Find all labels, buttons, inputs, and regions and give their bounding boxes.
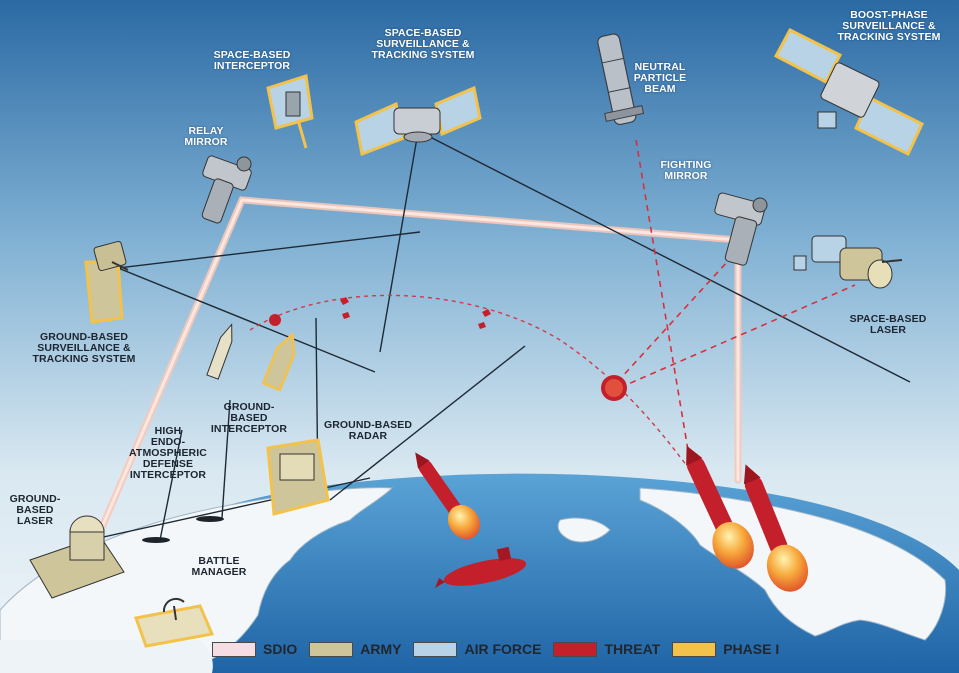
battle-manager-icon: [133, 597, 215, 648]
neutral-particle-beam-icon: [597, 33, 645, 126]
label-battle-manager: BATTLE MANAGER: [191, 555, 247, 578]
legend-label-threat: THREAT: [604, 641, 661, 657]
legend: SDIO ARMY AIR FORCE THREAT PHASE I: [212, 638, 779, 660]
legend-item-sdio: SDIO: [212, 641, 297, 657]
legend-item-phase-i: PHASE I: [672, 641, 779, 657]
earth-island: [557, 517, 611, 543]
relay-laser-beam: [96, 196, 742, 536]
label-neutral-particle-beam: NEUTRAL PARTICLE BEAM: [633, 61, 687, 95]
legend-swatch-phase-i: [672, 641, 717, 657]
legend-swatch-threat: [553, 641, 598, 657]
earth-land-left: [0, 487, 394, 661]
legend-swatch-air-force: [413, 641, 458, 657]
label-relay-mirror: RELAY MIRROR: [184, 125, 228, 148]
label-ground-based-interceptor: GROUND- BASED INTERCEPTOR: [210, 401, 288, 435]
label-space-based-interceptor: SPACE-BASED INTERCEPTOR: [213, 49, 291, 72]
label-space-based-surveillance: SPACE-BASED SURVEILLANCE & TRACKING SYST…: [371, 27, 475, 61]
ground-based-interceptor-icon: [261, 332, 296, 392]
threat-submarine: [435, 546, 527, 588]
label-ground-based-laser: GROUND- BASED LASER: [9, 493, 61, 527]
threat-missile-2: [743, 464, 809, 592]
legend-label-phase-i: PHASE I: [723, 641, 780, 657]
relay-mirror-icon: [201, 155, 252, 224]
ground-based-surveillance-icon: [84, 240, 129, 324]
legend-swatch-sdio: [212, 641, 256, 657]
interceptor-silos: [142, 516, 224, 543]
space-based-surveillance-icon: [354, 85, 482, 157]
label-fighting-mirror: FIGHTING MIRROR: [660, 159, 712, 182]
space-based-interceptor-icon: [266, 74, 314, 149]
earth-land-bottom: [0, 640, 213, 673]
threat-missile-1: [686, 445, 754, 569]
legend-item-threat: THREAT: [553, 641, 660, 657]
legend-label-army: ARMY: [360, 641, 402, 657]
hedi-interceptor-icon: [206, 323, 233, 380]
label-ground-based-radar: GROUND-BASED RADAR: [323, 419, 413, 442]
boost-phase-surveillance-icon: [773, 28, 924, 157]
legend-item-air-force: AIR FORCE: [413, 641, 541, 657]
legend-swatch-army: [309, 641, 354, 657]
threat-missile-3: [415, 452, 480, 540]
missile-trajectory: [249, 294, 691, 471]
legend-label-sdio: SDIO: [263, 641, 298, 657]
label-hedi: HIGH ENDO- ATMOSPHERIC DEFENSE INTERCEPT…: [129, 425, 207, 481]
ground-based-radar-icon: [266, 438, 330, 516]
label-space-based-laser: SPACE-BASED LASER: [849, 313, 927, 336]
sensor-lines: [89, 131, 911, 541]
legend-item-army: ARMY: [309, 641, 401, 657]
ground-based-laser-icon: [29, 515, 125, 599]
label-boost-phase-surveillance: BOOST-PHASE SURVEILLANCE & TRACKING SYST…: [837, 9, 941, 43]
space-based-laser-icon: [793, 235, 903, 289]
legend-label-air-force: AIR FORCE: [464, 641, 542, 657]
label-ground-based-surveillance: GROUND-BASED SURVEILLANCE & TRACKING SYS…: [32, 331, 136, 365]
fighting-mirror-icon: [714, 192, 768, 266]
directed-energy-beams: [609, 139, 856, 463]
reentry-vehicles: [269, 297, 627, 401]
